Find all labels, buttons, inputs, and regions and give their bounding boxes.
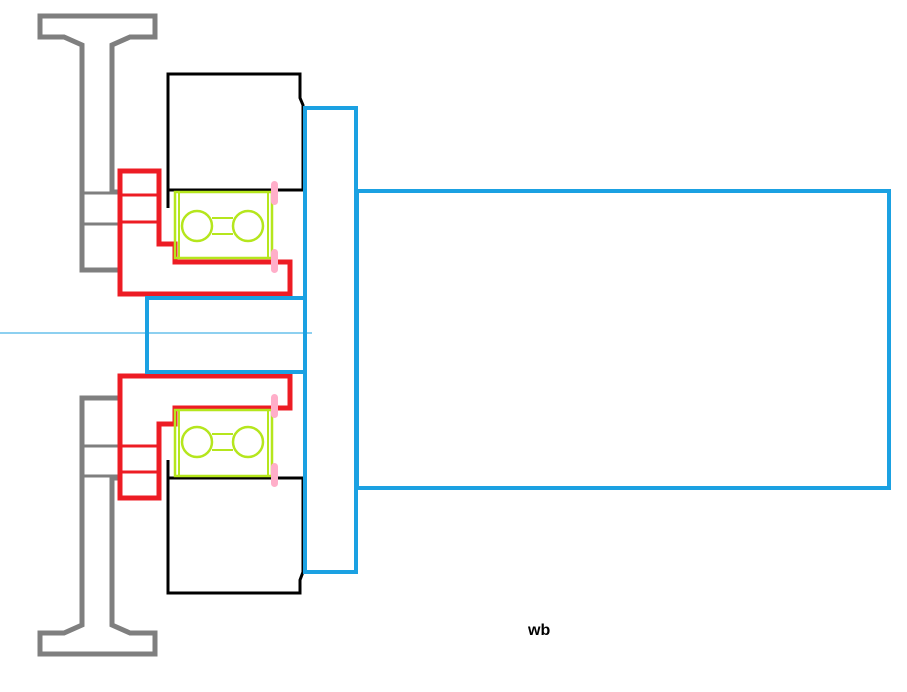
lower-seal-bottom [271,463,278,487]
upper-bearing [173,190,274,260]
lower-red-bracket [117,373,293,501]
shaft-stub [145,296,307,374]
shaft-body [355,189,891,490]
lower-black-block [166,460,305,595]
lower-gray-housing [37,395,158,657]
upper-black-block [166,72,305,208]
lower-seal-top [271,394,278,418]
upper-seal-bottom [271,249,278,273]
wb-label: wb [527,622,550,639]
lower-bearing-outer-race [173,408,274,478]
shaft-flange [303,106,358,574]
upper-bearing-ball-right [231,209,265,243]
lower-bearing-ball-right [231,425,265,459]
upper-bearing-outer-race [173,190,274,260]
lower-bearing [173,408,274,478]
lower-bearing-ball-left [180,425,214,459]
upper-seal-top [271,181,278,205]
upper-gray-housing [37,13,158,273]
upper-bearing-ball-left [180,209,214,243]
